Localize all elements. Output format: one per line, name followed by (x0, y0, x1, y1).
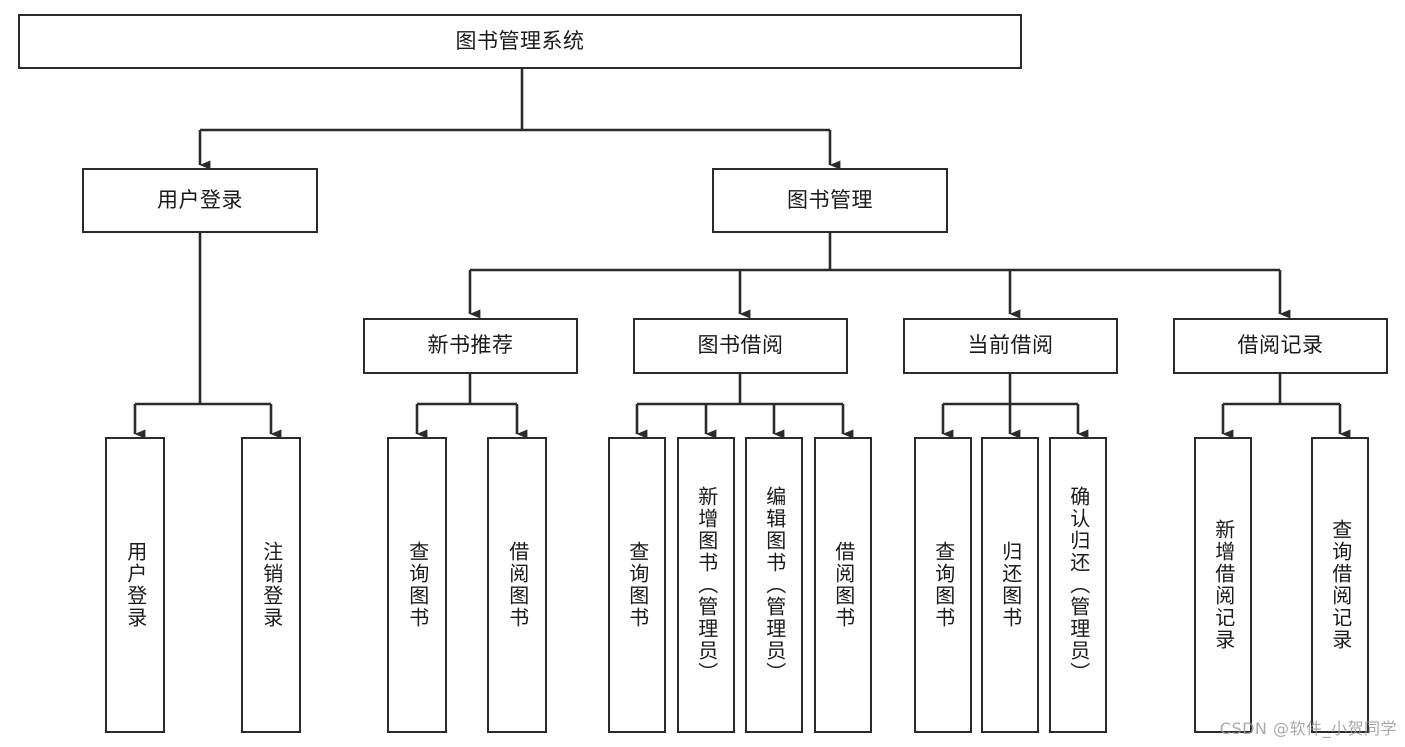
node-book-borrow[interactable]: 图书借阅 (633, 318, 848, 374)
node-book-management[interactable]: 图书管理 (712, 168, 948, 233)
node-label: 当前借阅 (967, 333, 1054, 358)
leaf-user-login-login[interactable]: 用户登录 (105, 437, 165, 733)
leaf-record-query-record[interactable]: 查询借阅记录 (1311, 437, 1369, 733)
node-label: 借阅记录 (1237, 333, 1324, 358)
leaf-record-add-record[interactable]: 新增借阅记录 (1194, 437, 1252, 733)
node-label: 查询借阅记录 (1328, 519, 1353, 651)
node-label: 图书管理 (787, 187, 873, 212)
node-label: 确认归还（管理员） (1066, 486, 1091, 684)
leaf-current-query-book[interactable]: 查询图书 (914, 437, 972, 733)
node-label: 图书借阅 (697, 333, 784, 358)
node-label: 借阅图书 (505, 541, 530, 629)
node-label: 用户登录 (157, 187, 243, 212)
node-label: 查询图书 (405, 541, 430, 629)
leaf-current-return-book[interactable]: 归还图书 (981, 437, 1039, 733)
node-current-borrow[interactable]: 当前借阅 (903, 318, 1118, 374)
node-label: 用户登录 (123, 541, 148, 629)
node-label: 图书管理系统 (455, 28, 585, 53)
node-label: 查询图书 (931, 541, 956, 629)
leaf-current-confirm-return-admin[interactable]: 确认归还（管理员） (1049, 437, 1107, 733)
node-root-library-system[interactable]: 图书管理系统 (18, 14, 1022, 69)
node-user-login[interactable]: 用户登录 (82, 168, 318, 233)
node-borrow-record[interactable]: 借阅记录 (1173, 318, 1388, 374)
node-label: 查询图书 (625, 541, 650, 629)
node-label: 借阅图书 (831, 541, 856, 629)
node-label: 新增借阅记录 (1211, 519, 1236, 651)
leaf-user-login-logout[interactable]: 注销登录 (241, 437, 301, 733)
node-label: 归还图书 (998, 541, 1023, 629)
node-label: 编辑图书（管理员） (762, 486, 787, 684)
leaf-new-book-borrow-book[interactable]: 借阅图书 (487, 437, 547, 733)
leaf-borrow-edit-book-admin[interactable]: 编辑图书（管理员） (745, 437, 803, 733)
node-new-book-recommend[interactable]: 新书推荐 (363, 318, 578, 374)
leaf-borrow-borrow-book[interactable]: 借阅图书 (814, 437, 872, 733)
node-label: 注销登录 (259, 541, 284, 629)
leaf-new-book-query-book[interactable]: 查询图书 (387, 437, 447, 733)
node-label: 新增图书（管理员） (694, 486, 719, 684)
watermark-text: CSDN @软件_小贺同学 (1219, 719, 1397, 738)
leaf-borrow-add-book-admin[interactable]: 新增图书（管理员） (677, 437, 735, 733)
leaf-borrow-query-book[interactable]: 查询图书 (608, 437, 666, 733)
node-label: 新书推荐 (427, 333, 514, 358)
